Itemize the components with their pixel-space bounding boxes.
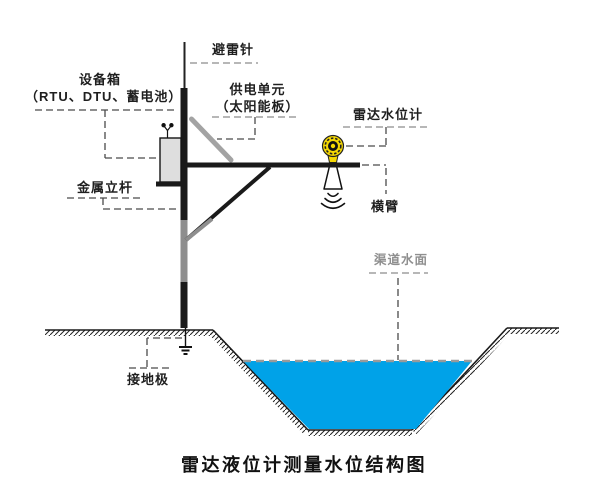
equipment-box-label-line1: 设备箱 [78,72,121,87]
channel-terrain [45,327,559,436]
connector-radar [344,127,387,147]
radar-sensor [321,134,345,163]
ground-symbol [179,328,192,355]
connector-power-unit [217,117,256,140]
equipment-box [156,122,186,187]
connector-cross-arm [362,164,387,194]
connector-metal-pole [67,197,179,210]
sound-waves-icon [320,192,346,210]
mounting-pole [180,88,188,328]
cross-arm [181,162,360,168]
channel-surface-label: 渠道水面 [374,253,429,267]
power-unit-label-line2: （太阳能板） [215,99,300,114]
equipment-box-label-line2: （RTU、DTU、蓄电池） [25,89,183,104]
radar-gauge-label: 雷达水位计 [353,107,424,122]
diagram-title: 雷达液位计测量水位结构图 [181,455,427,475]
lightning-rod-label: 避雷针 [212,42,255,57]
equipment-box-label: 设备箱 （RTU、DTU、蓄电池） [25,71,183,105]
connector-equipment-box [35,109,176,159]
cross-arm-label: 横臂 [371,199,400,214]
label-connectors [35,62,428,369]
water [243,361,472,429]
horn-antenna [323,165,343,190]
left-slope-line [212,329,309,431]
ground-electrode-label: 接地极 [127,372,170,387]
solar-panel [189,116,234,163]
power-unit-label: 供电单元 （太阳能板） [210,81,305,115]
support-brace-gray-end [184,217,214,242]
antenna-icon [161,122,174,138]
power-unit-label-line1: 供电单元 [229,82,286,97]
connector-ground-electrode [129,337,182,369]
metal-pole-label: 金属立杆 [77,180,134,195]
